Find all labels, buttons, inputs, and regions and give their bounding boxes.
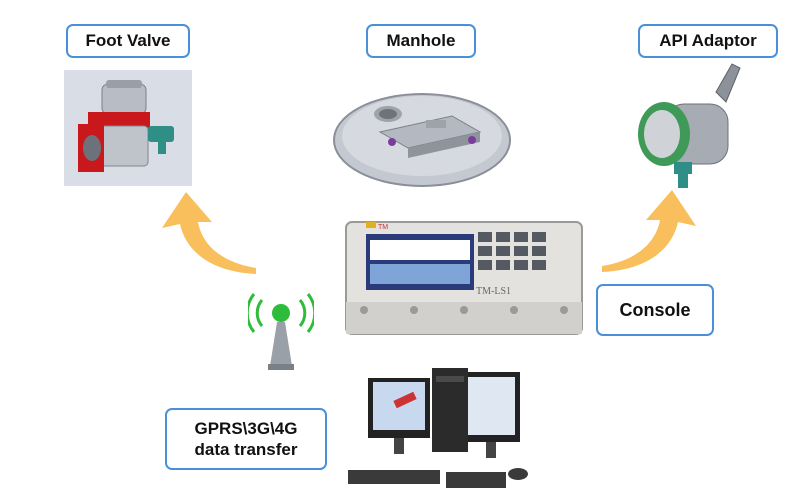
manhole-label-text: Manhole xyxy=(386,31,456,51)
computer-workstation-image xyxy=(346,362,550,494)
foot-valve-label: Foot Valve xyxy=(66,24,190,58)
gprs-data-transfer-label: GPRS\3G\4G data transfer xyxy=(165,408,327,470)
foot-valve-image xyxy=(64,70,192,186)
arrow-to-foot-valve xyxy=(160,188,260,276)
arrow-to-api-adaptor xyxy=(598,186,698,272)
device-model-text: TM-LS1 xyxy=(476,286,511,297)
manhole-label: Manhole xyxy=(366,24,476,58)
gprs-label-line2: data transfer xyxy=(194,440,298,459)
console-label: Console xyxy=(596,284,714,336)
api-adaptor-label-text: API Adaptor xyxy=(659,31,757,51)
console-device-image: TM TM-LS1 xyxy=(340,214,590,342)
foot-valve-label-text: Foot Valve xyxy=(85,31,171,51)
signal-tower-icon xyxy=(248,292,314,372)
gprs-label-line1: GPRS\3G\4G xyxy=(194,418,298,438)
api-adaptor-label: API Adaptor xyxy=(638,24,778,58)
api-adaptor-image xyxy=(636,62,746,198)
device-brand-text: TM xyxy=(378,224,388,231)
manhole-image xyxy=(332,80,512,190)
console-label-text: Console xyxy=(619,299,691,320)
